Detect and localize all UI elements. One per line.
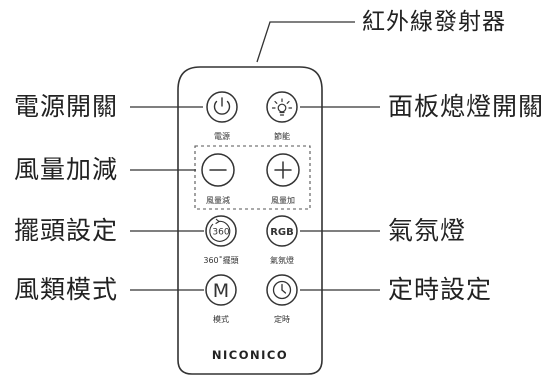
plus-icon: [274, 161, 292, 179]
eco-button[interactable]: [266, 91, 298, 123]
timer-callout: 定時設定: [388, 275, 493, 304]
fan-minus-label: 風量減: [206, 195, 230, 205]
swing-button-label: 360˚擺頭: [203, 255, 238, 265]
rgb-button-label: 氣氛燈: [270, 255, 294, 265]
brand-logo: NICONICO: [212, 348, 288, 362]
rgb-glyph: RGB: [270, 227, 294, 238]
mode-button-label: 模式: [213, 314, 229, 324]
power-button-label: 電源: [214, 132, 230, 141]
eco-button-label: 節能: [274, 131, 290, 141]
clock-icon: [272, 280, 292, 300]
fan-speed-callout: 風量加減: [14, 155, 119, 184]
swing-button[interactable]: 360: [205, 215, 237, 247]
fan-plus-label: 風量加: [271, 195, 295, 205]
power-button[interactable]: [206, 91, 238, 123]
fan-mode-callout: 風類模式: [14, 275, 119, 304]
swing-glyph: 360: [212, 228, 229, 238]
power-callout: 電源開關: [14, 92, 119, 121]
leader-lines: [130, 106, 380, 291]
bulb-icon: [271, 98, 293, 116]
ambient-light-callout: 氣氛燈: [388, 216, 467, 245]
mode-glyph: M: [213, 280, 229, 302]
fan-minus-button[interactable]: [201, 153, 235, 187]
rotate-icon: [209, 220, 231, 242]
timer-button-label: 定時: [274, 314, 290, 324]
ir-emitter-leader: [256, 21, 355, 63]
remote-body: [177, 66, 323, 375]
panel-light-callout: 面板熄燈開關: [388, 92, 545, 121]
mode-button[interactable]: M: [205, 274, 237, 306]
rgb-button[interactable]: RGB: [266, 215, 298, 247]
swing-callout: 擺頭設定: [14, 216, 119, 245]
timer-button[interactable]: [266, 274, 298, 306]
fan-speed-group-outline: [194, 145, 311, 210]
power-icon: [213, 97, 231, 115]
ir-emitter-callout: 紅外線發射器: [362, 9, 506, 35]
fan-plus-button[interactable]: [266, 153, 300, 187]
